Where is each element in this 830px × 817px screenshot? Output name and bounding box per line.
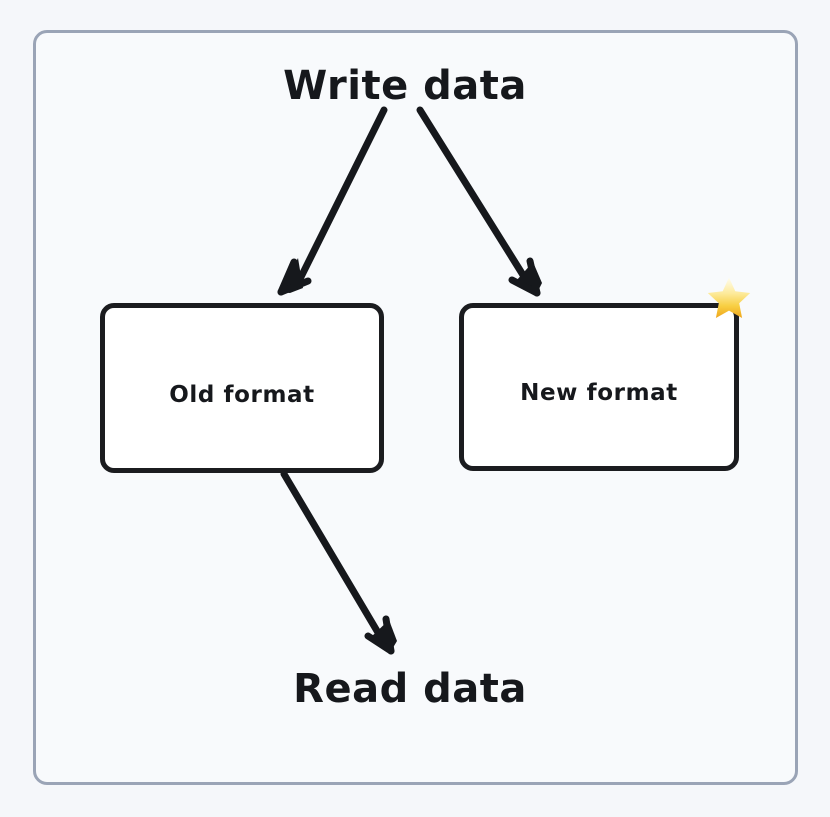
page-title-read-data: Read data — [293, 666, 527, 712]
page-title-write-data: Write data — [283, 63, 527, 109]
node-new-format[interactable]: New format — [459, 303, 739, 471]
node-new-format-label: New format — [520, 380, 678, 406]
node-old-format-label: Old format — [169, 382, 315, 408]
star-icon — [707, 277, 751, 318]
node-old-format[interactable]: Old format — [100, 303, 384, 473]
